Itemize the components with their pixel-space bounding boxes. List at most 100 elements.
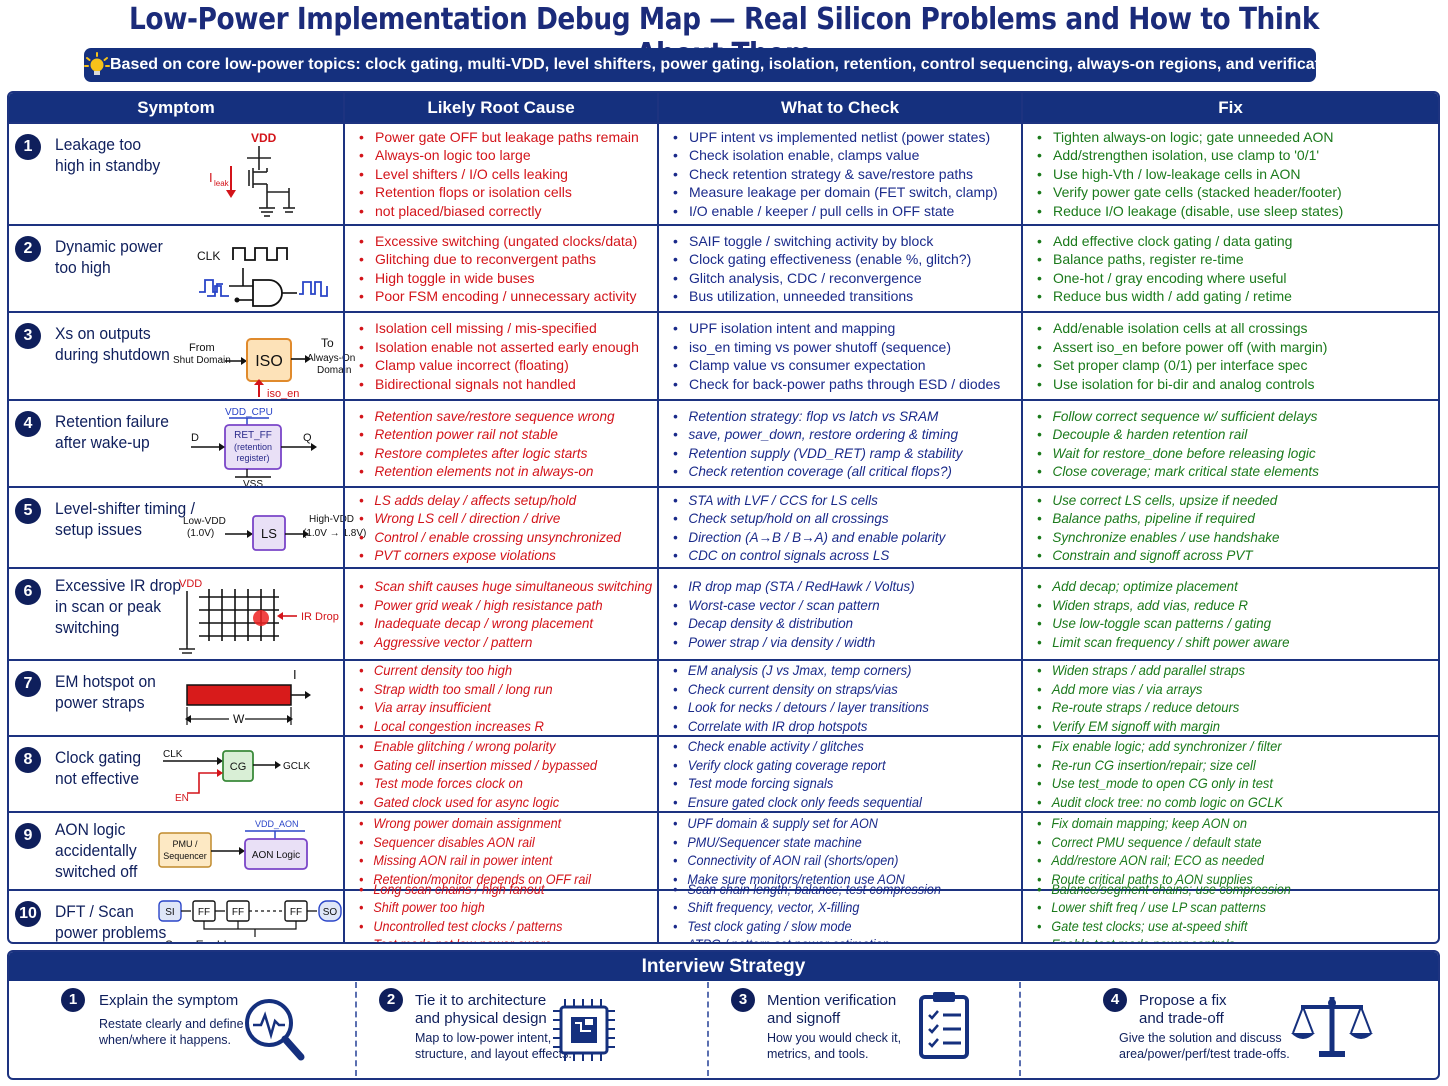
check-item: Ensure gated clock only feeds sequential xyxy=(673,793,993,812)
what-to-check-cell: UPF intent vs implemented netlist (power… xyxy=(659,124,1021,224)
fix-cell: Add decap; optimize placementWiden strap… xyxy=(1023,569,1438,659)
strategy-icon xyxy=(1289,991,1375,1068)
cause-item: LS adds delay / affects setup/hold xyxy=(359,491,645,510)
cause-item: Scan shift causes huge simultaneous swit… xyxy=(359,577,652,596)
symptom-figure: CLK CG GCLK EN xyxy=(159,743,329,812)
symptom-figure: I W xyxy=(181,667,331,738)
fix-item: Fix enable logic; add synchronizer / fil… xyxy=(1037,737,1406,756)
flop-label: FF xyxy=(198,907,210,918)
row-number: 6 xyxy=(15,579,41,605)
clock-gating-waveform-diagram: CLK xyxy=(197,247,328,307)
strategy-divider xyxy=(707,982,709,1076)
strategy-number: 4 xyxy=(1103,988,1127,1012)
symptom-text: after wake-up xyxy=(55,433,150,452)
cause-item: Wrong power domain assignment xyxy=(359,814,627,833)
fix-cell: Fix enable logic; add synchronizer / fil… xyxy=(1023,737,1438,811)
check-item: save, power_down, restore ordering & tim… xyxy=(673,425,1011,444)
figure-label: D xyxy=(191,432,199,444)
figure-label: (1.0V) xyxy=(187,528,214,539)
symptom-text: power problems xyxy=(55,923,167,942)
cause-item: Retention power rail not stable xyxy=(359,425,648,444)
strategy-desc-line: metrics, and tools. xyxy=(767,1047,869,1061)
check-item: SAIF toggle / switching activity by bloc… xyxy=(673,232,1021,251)
fix-item: Re-route straps / reduce detours xyxy=(1037,698,1410,717)
symptom-text: EM hotspot on xyxy=(55,672,156,691)
fix-item: One-hot / gray encoding where useful xyxy=(1037,269,1438,288)
check-item: Retention supply (VDD_RET) ramp & stabil… xyxy=(673,444,1011,463)
strategy-heading: Interview Strategy xyxy=(9,952,1438,981)
strategy-description: How you would check it,metrics, and tool… xyxy=(767,1030,901,1062)
what-to-check-cell: SAIF toggle / switching activity by bloc… xyxy=(659,226,1021,311)
strategy-title-line: Propose a fix xyxy=(1139,992,1227,1009)
symptom-text: switching xyxy=(55,618,120,637)
flop-label: FF xyxy=(232,907,244,918)
what-to-check-cell: IR drop map (STA / RedHawk / Voltus)Wors… xyxy=(659,569,1021,659)
root-cause-cell: Excessive switching (ungated clocks/data… xyxy=(345,226,657,311)
cause-item: Restore completes after logic starts xyxy=(359,444,648,463)
fix-item: Add/restore AON rail; ECO as needed xyxy=(1037,851,1398,870)
symptom-text: Retention failure xyxy=(55,412,169,431)
fix-item: Reduce I/O leakage (disable, use sleep s… xyxy=(1037,202,1438,221)
fix-item: Widen straps, add vias, reduce R xyxy=(1037,596,1418,615)
cause-item: Aggressive vector / pattern xyxy=(359,633,642,652)
clock-gate-cell-diagram: CLK CG GCLK EN xyxy=(163,749,311,804)
symptom-figure: VDD IR Drop xyxy=(179,575,349,662)
figure-label: IR Drop xyxy=(301,611,339,623)
cause-item: Gating cell insertion missed / bypassed xyxy=(359,756,633,775)
figure-label: GCLK xyxy=(283,761,311,772)
cause-item: Strap width too small / long run xyxy=(359,680,636,699)
fix-item: Enable test mode power controls xyxy=(1037,935,1398,942)
check-item: Connectivity of AON rail (shorts/open) xyxy=(673,851,986,870)
lightbulb-icon xyxy=(84,52,110,78)
banner-text: Based on core low-power topics: clock ga… xyxy=(110,56,1344,73)
cause-item: PVT corners expose violations xyxy=(359,546,645,565)
aon-logic-diagram: PMU / Sequencer VDD_AON AON Logic xyxy=(158,819,308,870)
iso-cell-label: ISO xyxy=(255,353,283,370)
strategy-title-line: Tie it to architecture xyxy=(415,992,547,1009)
symptom-text: Leakage too xyxy=(55,135,142,154)
cause-item: Local congestion increases R xyxy=(359,717,636,736)
symptom-text: high in standby xyxy=(55,156,161,175)
fix-cell: Balance/segment chains; use compressionL… xyxy=(1023,880,1438,943)
cg-cell-label: CG xyxy=(230,761,247,773)
symptom-text: Xs on outputs xyxy=(55,324,151,343)
fix-item: Use low-toggle scan patterns / gating xyxy=(1037,614,1418,633)
strategy-desc-line: Give the solution and discuss xyxy=(1119,1031,1282,1045)
check-item: Scan chain length; balance; test compres… xyxy=(673,880,986,899)
figure-label: CLK xyxy=(197,249,220,263)
symptom-label: Level-shifter timing /setup issues xyxy=(55,498,195,540)
symptom-text: in scan or peak xyxy=(55,597,162,616)
symptom-text: switched off xyxy=(55,862,138,881)
table-header: Symptom Likely Root Cause What to Check … xyxy=(9,93,1438,122)
cause-item: Isolation enable not asserted early enou… xyxy=(359,338,657,357)
pmu-label: Sequencer xyxy=(163,851,207,861)
column-divider xyxy=(657,93,659,942)
cause-item: Shift power too high xyxy=(359,898,627,917)
cause-item: Current density too high xyxy=(359,661,636,680)
check-item: Check current density on straps/vias xyxy=(673,680,997,699)
check-item: Test mode forcing signals xyxy=(673,774,993,793)
strategy-divider xyxy=(355,982,357,1076)
figure-label: VDD xyxy=(251,131,277,145)
check-item: Look for necks / detours / layer transit… xyxy=(673,698,997,717)
check-item: Clamp value vs consumer expectation xyxy=(673,356,1021,375)
strategy-icon xyxy=(915,989,975,1066)
symptom-figure: CLK xyxy=(193,234,343,317)
fix-item: Constrain and signoff across PVT xyxy=(1037,546,1422,565)
fix-item: Balance/segment chains; use compression xyxy=(1037,880,1398,899)
symptom-text: Level-shifter timing / xyxy=(55,499,195,518)
fix-cell: Add effective clock gating / data gating… xyxy=(1023,226,1438,311)
cause-item: Power grid weak / high resistance path xyxy=(359,596,642,615)
strategy-title-line: Explain the symptom xyxy=(99,992,239,1009)
what-to-check-cell: EM analysis (J vs Jmax, temp corners)Che… xyxy=(659,661,1021,735)
fix-item: Set proper clamp (0/1) per interface spe… xyxy=(1037,356,1438,375)
fix-item: Fix domain mapping; keep AON on xyxy=(1037,814,1398,833)
strategy-desc-line: area/power/perf/test trade-offs. xyxy=(1119,1047,1290,1061)
